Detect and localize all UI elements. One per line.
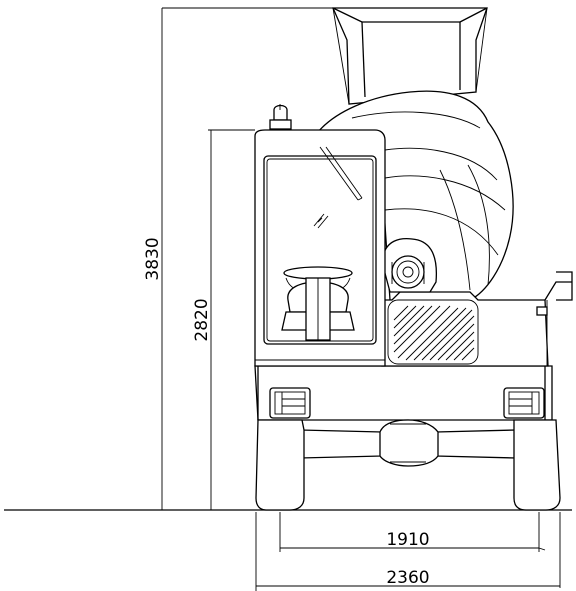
driver-seat bbox=[281, 277, 355, 341]
dim-label-overall-height: 3830 bbox=[143, 237, 163, 280]
dim-label-overall-width: 2360 bbox=[386, 568, 429, 588]
right-headlight bbox=[503, 387, 545, 419]
drum-roller bbox=[381, 238, 438, 293]
right-wheel bbox=[513, 419, 561, 511]
windshield bbox=[263, 155, 377, 345]
grille-hatching bbox=[393, 305, 475, 361]
engine-cover bbox=[381, 291, 549, 367]
beacon-light bbox=[269, 104, 292, 130]
dimension-track-width: 1910 bbox=[279, 512, 546, 552]
dimension-cab-height: 2820 bbox=[192, 129, 255, 510]
dimension-overall-height: 3830 bbox=[143, 7, 333, 510]
dimension-overall-width: 2360 bbox=[255, 512, 561, 591]
left-headlight bbox=[269, 387, 311, 419]
dim-label-cab-height: 2820 bbox=[192, 298, 212, 341]
left-wheel bbox=[255, 419, 305, 511]
dim-label-track-width: 1910 bbox=[386, 530, 429, 550]
side-mirror bbox=[536, 271, 573, 366]
differential bbox=[379, 419, 439, 467]
chassis-body bbox=[254, 238, 573, 421]
cab-body bbox=[254, 129, 386, 367]
cab bbox=[254, 104, 386, 367]
axle-assembly bbox=[299, 419, 517, 467]
